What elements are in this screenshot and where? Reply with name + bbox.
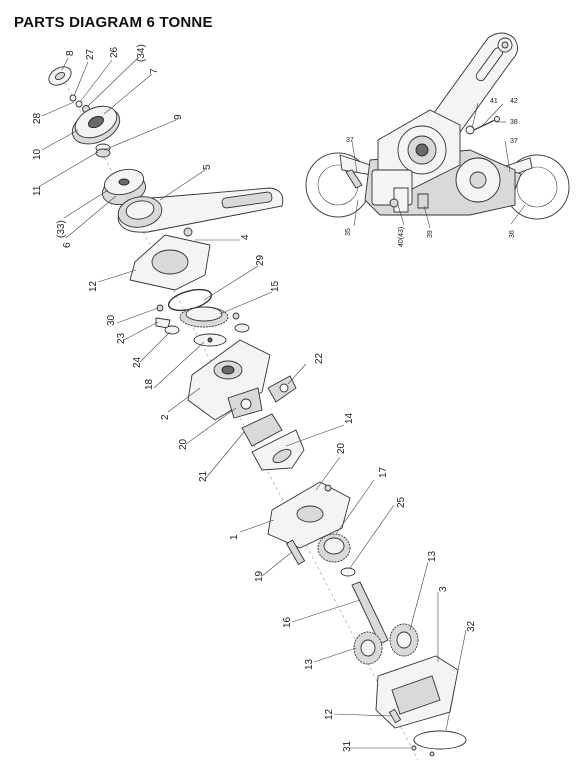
label-12-top: 12 <box>88 280 99 292</box>
label-24: 24 <box>132 356 143 368</box>
label-27: 27 <box>85 48 96 60</box>
inset-leader-lines <box>351 102 526 229</box>
label-6: 6 <box>62 242 73 248</box>
label-9: 9 <box>173 114 184 120</box>
part-18-disc <box>193 333 227 347</box>
part-5-lever-handle <box>117 187 284 233</box>
label-4: 4 <box>240 234 251 240</box>
label-11: 11 <box>32 185 43 196</box>
label-20-lower: 20 <box>336 442 347 454</box>
label-30: 30 <box>106 314 117 326</box>
inset-hook-left <box>305 152 373 218</box>
label-39: 39 <box>427 230 434 238</box>
label-5: 5 <box>202 164 213 170</box>
part-30-23-24-pawls <box>155 304 250 335</box>
label-40-43: 40(43) <box>398 227 405 247</box>
label-29: 29 <box>255 254 266 266</box>
part-7-handwheel <box>71 105 121 145</box>
exploded-leader-lines <box>39 57 467 749</box>
label-1: 1 <box>229 534 240 540</box>
part-2-side-plate <box>187 339 271 421</box>
label-19: 19 <box>254 570 265 582</box>
label-36: 36 <box>509 230 516 238</box>
label-7: 7 <box>149 68 160 74</box>
part-21-14-load-sheave <box>241 413 305 471</box>
label-37-right: 37 <box>510 138 518 145</box>
label-35: 35 <box>345 228 352 236</box>
label-22: 22 <box>314 352 325 364</box>
part-20-bearing <box>227 387 263 419</box>
inset-hoist-body <box>364 109 516 216</box>
label-37-left: 37 <box>346 137 354 144</box>
label-16: 16 <box>282 616 293 628</box>
page-title: PARTS DIAGRAM 6 TONNE <box>14 14 213 31</box>
part-25-washer <box>340 567 356 577</box>
label-28: 28 <box>32 112 43 124</box>
label-20-upper: 20 <box>178 438 189 450</box>
label-3: 3 <box>438 586 449 592</box>
label-41: 41 <box>490 98 498 105</box>
label-2: 2 <box>160 414 171 420</box>
part-8-cap <box>48 66 72 86</box>
part-13-gears <box>353 623 419 665</box>
part-4-frame-plate <box>129 227 211 291</box>
part-19-pin <box>285 539 306 566</box>
part-15-ratchet-wheel <box>179 306 229 328</box>
label-32: 32 <box>466 620 477 632</box>
part-12-31-32-small <box>388 708 467 757</box>
label-26: 26 <box>109 46 120 58</box>
label-42: 42 <box>510 98 518 105</box>
label-34: (34) <box>136 44 147 62</box>
inset-small-parts <box>417 116 500 209</box>
label-23: 23 <box>116 332 127 344</box>
part-16-shaft <box>351 581 389 645</box>
label-18: 18 <box>144 378 155 390</box>
part-17-gear <box>317 533 351 563</box>
label-13-upper: 13 <box>427 550 438 562</box>
label-21: 21 <box>198 470 209 482</box>
label-10: 10 <box>32 148 43 160</box>
part-1-end-plate <box>267 481 351 549</box>
part-11-spring <box>95 143 111 158</box>
label-33: (33) <box>56 220 67 238</box>
label-13-lower: 13 <box>304 658 315 670</box>
label-14: 14 <box>344 412 355 424</box>
label-38: 38 <box>510 119 518 126</box>
label-12-bottom: 12 <box>324 708 335 720</box>
label-25: 25 <box>396 496 407 508</box>
part-3-gear-cover <box>375 655 459 729</box>
label-17: 17 <box>378 466 389 478</box>
label-31: 31 <box>342 740 353 752</box>
label-8: 8 <box>65 50 76 56</box>
assembled-hoist-inset: 41 42 38 37 37 35 40(43) 39 36 <box>305 32 570 247</box>
label-15: 15 <box>270 280 281 292</box>
